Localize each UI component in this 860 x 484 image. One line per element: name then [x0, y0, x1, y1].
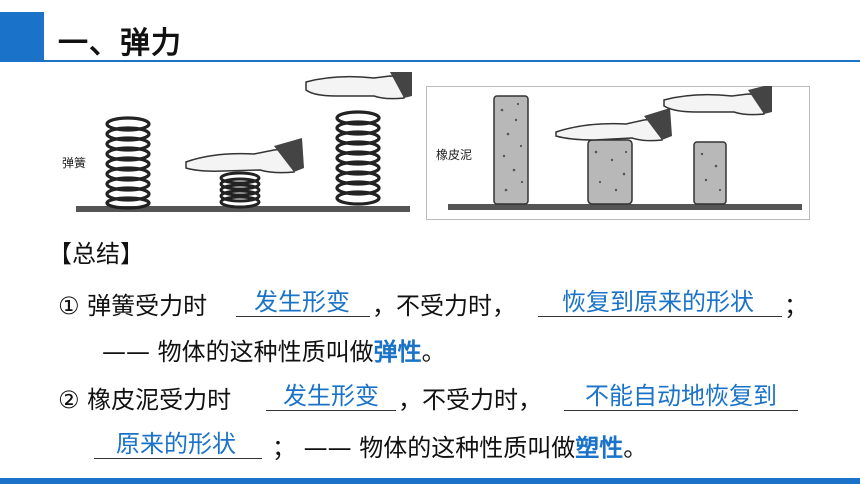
spring-relaxed-icon — [105, 116, 151, 210]
spring-released-icon — [335, 110, 381, 206]
item1-prefix: ① 弹簧受力时 — [58, 292, 208, 320]
item2-end: ； — [272, 434, 296, 462]
item2-dash: —— — [303, 434, 352, 462]
item2-text: 物体的这种性质叫做 — [351, 434, 576, 462]
clay-ground — [448, 204, 802, 210]
hand-lifted-clay-icon — [663, 86, 772, 116]
hand-lifted-icon — [305, 72, 412, 100]
hand-press-icon — [185, 138, 304, 174]
title-underline — [44, 60, 860, 62]
bottom-accent-bar — [0, 478, 860, 484]
item1-term-elasticity: 弹性 — [373, 338, 422, 366]
page-title: 一、弹力 — [58, 26, 182, 61]
clay-pressed-icon — [587, 139, 633, 205]
item2-blank2a-line — [564, 410, 798, 411]
item2-prefix: ② 橡皮泥受力时 — [58, 386, 232, 414]
item2-end2: 。 — [623, 434, 648, 462]
clay-label: 橡皮泥 — [436, 148, 473, 162]
item1-note-end: 。 — [421, 338, 446, 366]
hand-press-clay-icon — [555, 108, 672, 142]
item1-note-text: 物体的这种性质叫做 — [150, 338, 374, 366]
spring-ground — [76, 206, 410, 212]
item2-middle: ，不受力时， — [398, 386, 542, 414]
spring-figure — [76, 72, 412, 212]
item2-blank2b-answer: 原来的形状 — [116, 430, 236, 458]
summary-heading: 【总结】 — [48, 240, 144, 268]
item2-blank2a-answer: 不能自动地恢复到 — [585, 382, 777, 410]
spring-compressed-icon — [219, 171, 261, 209]
item1-blank1-line — [236, 316, 370, 317]
title-accent-block — [0, 12, 44, 62]
item1-end: ； — [784, 292, 808, 320]
item2-blank1-answer: 发生形变 — [283, 382, 379, 410]
item2-line2: ； —— 物体的这种性质叫做塑性。 — [272, 428, 647, 463]
spring-label: 弹簧 — [62, 156, 87, 170]
item1-blank2-line — [538, 316, 782, 317]
clay-figure — [426, 86, 810, 220]
item1-note: —— 物体的这种性质叫做弹性。 — [102, 332, 446, 367]
item2-blank1-line — [266, 410, 396, 411]
item1-blank2-answer: 恢复到原来的形状 — [562, 288, 754, 316]
item1-note-dash: —— — [102, 338, 150, 366]
item2-term-plasticity: 塑性 — [575, 434, 624, 462]
item1-middle: ，不受力时， — [372, 292, 516, 320]
clay-tall-icon — [493, 95, 529, 205]
clay-deformed-icon — [693, 141, 727, 205]
item1-blank1-answer: 发生形变 — [254, 288, 350, 316]
item2-blank2b-line — [94, 458, 262, 459]
title-bar: 一、弹力 — [0, 12, 860, 62]
